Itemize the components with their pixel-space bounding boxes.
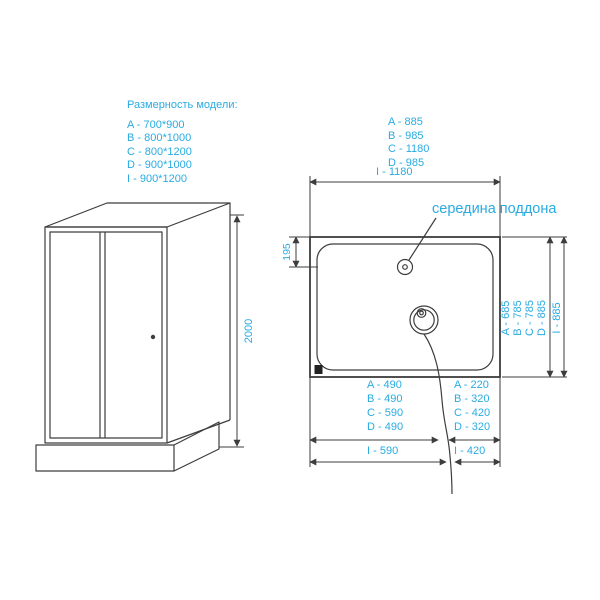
drain-left-value: A - 490 <box>367 379 402 391</box>
drain-left-dimension-label: I - 590 <box>367 445 399 457</box>
cabin-height-label: 2000 <box>243 318 255 344</box>
drain-left-value: D - 490 <box>367 421 404 433</box>
cabin-height-dimension <box>219 214 244 448</box>
tray-width-value: A - 885 <box>388 116 423 128</box>
center-label-leader <box>408 217 437 261</box>
drain-right-value: A - 220 <box>454 379 489 391</box>
tray-depth-value: D - 885 <box>536 299 548 337</box>
cabin-isometric-drawing <box>35 202 231 472</box>
model-size-item: D - 900*1000 <box>127 159 192 171</box>
width-dimension-lines <box>309 176 501 237</box>
drain-right-value: C - 420 <box>454 407 491 419</box>
tray-depth-value: C - 785 <box>524 299 536 337</box>
drain-left-value: C - 590 <box>367 407 404 419</box>
depth-dimension-lines <box>502 236 568 378</box>
tray-depth-value: B - 785 <box>512 300 524 336</box>
offset-195-dimension <box>289 236 318 268</box>
tray-depth-value: A - 685 <box>500 300 512 336</box>
tray-width-dimension-label: I - 1180 <box>376 166 413 178</box>
drain-right-value: B - 320 <box>454 393 490 405</box>
tray-width-value: C - 1180 <box>388 143 430 155</box>
model-size-title: Размерность модели: <box>127 99 238 111</box>
drain-icon <box>409 305 439 335</box>
tray-depth-dimension-label: I - 885 <box>551 302 563 334</box>
door-position-marker <box>314 365 323 374</box>
model-size-item: B - 800*1000 <box>127 132 192 144</box>
center-marker-circle <box>396 258 414 276</box>
drain-left-values: A - 490 B - 490 C - 590 D - 490 <box>367 378 403 434</box>
door-handle-dot <box>150 334 156 340</box>
tray-width-values: A - 885 B - 985 C - 1180 D - 985 <box>388 116 429 170</box>
model-size-item: A - 700*900 <box>127 118 185 131</box>
offset-dimension-label: 195 <box>281 243 293 261</box>
drain-left-value: B - 490 <box>367 393 403 405</box>
drain-right-values: A - 220 B - 320 C - 420 D - 320 <box>454 378 490 434</box>
cabin-base-side <box>173 421 220 472</box>
drain-right-value: D - 320 <box>454 421 491 433</box>
tray-width-value: B - 985 <box>388 129 424 142</box>
tray-top-view <box>309 236 501 378</box>
drain-right-dimension-lines <box>448 377 501 467</box>
drain-left-dimension-lines <box>309 377 447 467</box>
model-size-item: I - 900*1200 <box>127 172 187 185</box>
model-size-list: Размерность модели: A - 700*900 B - 800*… <box>127 99 238 186</box>
cabin-base-front <box>35 444 175 472</box>
drain-right-dimension-label: I - 420 <box>454 445 486 457</box>
model-size-item: C - 800*1200 <box>127 145 192 158</box>
tray-center-label: середина поддона <box>432 201 557 217</box>
tray-width-value: D - 985 <box>388 156 425 169</box>
drain-hose-line <box>423 333 453 495</box>
